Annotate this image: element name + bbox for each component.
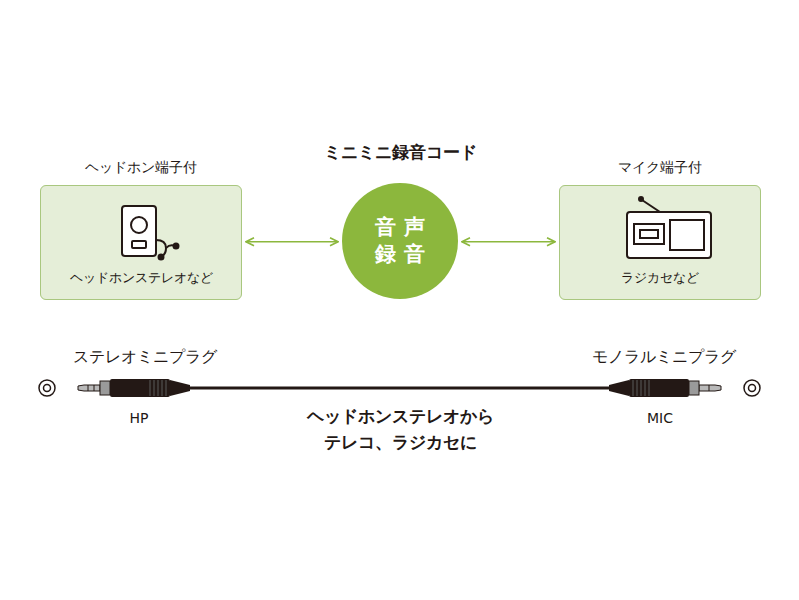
connector-arrow xyxy=(462,241,555,243)
box-caption: ラジカセなど xyxy=(560,269,760,287)
plug-ridge xyxy=(649,380,650,396)
device-box: マイク端子付ラジカセなど xyxy=(559,185,761,300)
box-caption: ヘッドホンステレオなど xyxy=(41,269,241,287)
plug-ridge xyxy=(150,380,151,396)
connector-arrow xyxy=(246,241,338,243)
device-box: ヘッドホン端子付ヘッドホンステレオなど xyxy=(40,185,242,300)
box-heading: ヘッドホン端子付 xyxy=(41,159,241,177)
plug-ridge xyxy=(633,380,634,396)
plug-ridge xyxy=(645,380,646,396)
process-circle: 音声 録音 xyxy=(342,183,458,299)
box-fill xyxy=(559,185,761,300)
plug-name: モノラルミニプラグ xyxy=(592,345,736,369)
circle-label: 音声 録音 xyxy=(366,214,434,269)
box-heading: マイク端子付 xyxy=(560,159,760,177)
signal-name: MIC xyxy=(647,408,673,429)
cable-drawing xyxy=(39,379,760,397)
plug-ridge xyxy=(637,380,638,396)
signal-name: HP xyxy=(130,408,149,429)
plug-ridge xyxy=(154,380,155,396)
headphone-stereo-icon xyxy=(122,206,179,260)
plug-ridge xyxy=(158,380,159,396)
plug-name: ステレオミニプラグ xyxy=(73,345,217,369)
radio-cassette-icon xyxy=(627,197,711,258)
usage-note: ヘッドホンステレオから テレコ、ラジカセに xyxy=(295,404,505,455)
plug-ridge xyxy=(166,380,167,396)
diagram-title: ミニミニ録音コード xyxy=(324,141,477,164)
plug-ridge xyxy=(641,380,642,396)
box-fill xyxy=(40,185,242,300)
plug-ridge xyxy=(162,380,163,396)
